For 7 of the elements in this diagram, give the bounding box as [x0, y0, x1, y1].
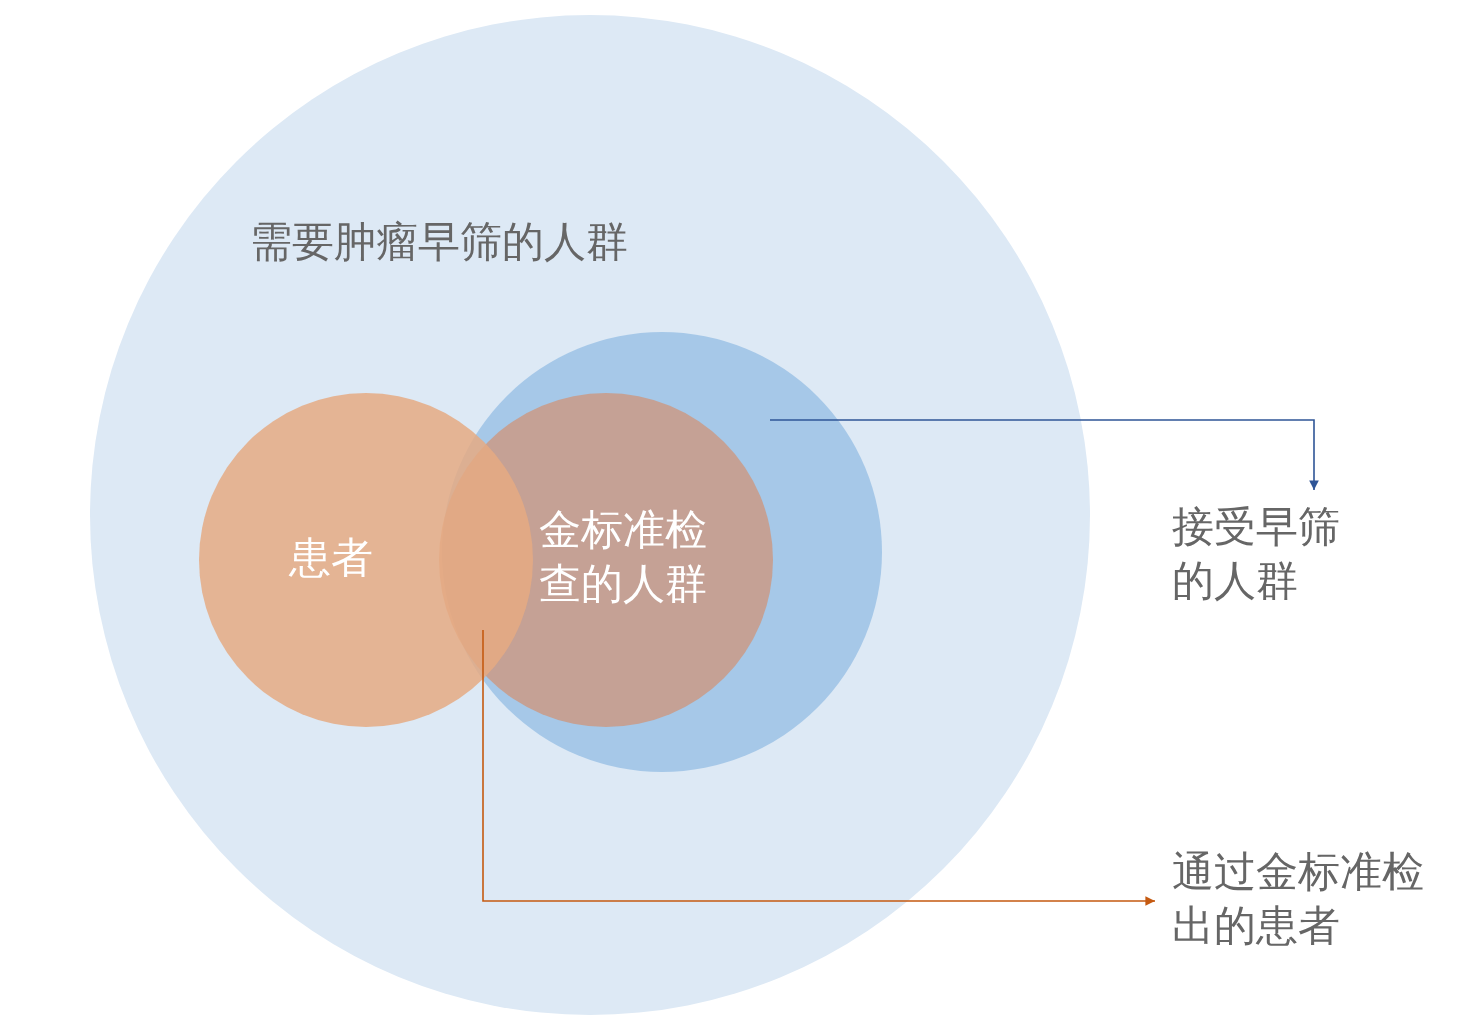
leader-line	[482, 629, 1156, 906]
circle-label: 金标准检查的人群	[539, 504, 708, 610]
callout-text: 接受早筛的人群	[1172, 501, 1341, 607]
circle-label: 需要肿瘤早筛的人群	[250, 216, 629, 268]
callout-text: 通过金标准检出的患者	[1172, 846, 1425, 952]
leader-line	[769, 419, 1319, 491]
circle-label: 患者	[289, 532, 374, 584]
